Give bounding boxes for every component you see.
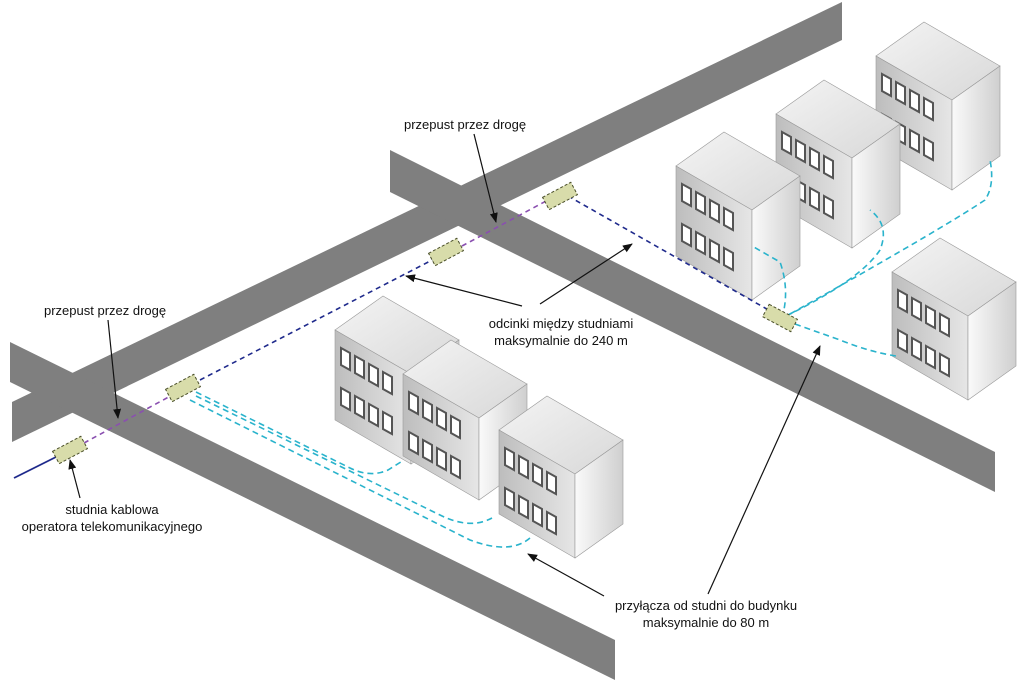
building-windows [408,390,461,480]
annotation-arrows [68,133,821,597]
cable-well-3 [541,181,579,211]
label-connections-line1: przyłącza od studni do budynku [614,598,798,613]
label-connections-line2: maksymalnie do 80 m [642,615,770,630]
label-crossing-upper: przepust przez drogę [404,117,527,132]
drop-cable-lower-3 [189,399,531,548]
road-main-diagonal [12,2,842,442]
label-well: studnia kablowa operatora telekomunikacy… [22,501,203,535]
building-windows [504,446,557,536]
arrow-well [68,459,81,499]
label-well-line1: studnia kablowa [65,502,159,517]
cable-well-2 [427,237,465,267]
label-well-line2: operatora telekomunikacyjnego [21,519,203,534]
arrow-segments-left [405,274,523,307]
building-windows [340,346,393,436]
drop-cable-right [794,323,897,357]
drop-cable-lower-1 [195,391,405,475]
building-lower-3 [498,395,624,559]
building-side-wall [951,65,1001,191]
building-windows [681,182,734,272]
label-segments: odcinki między studniami maksymalnie do … [489,315,634,349]
trunk-segment-3 [461,199,549,247]
label-connections: przyłącza od studni do budynku maksymaln… [615,597,797,631]
building-windows [897,288,950,378]
feeder-cable [13,455,59,479]
roads [10,2,995,680]
label-crossing-left: przepust przez drogę [44,303,167,318]
building-right [891,237,1017,401]
drop-cable-top-right [789,159,993,315]
arrow-crossing-left [107,319,122,419]
arrow-crossing-upper [473,133,498,223]
trunk-segment-4 [567,195,773,313]
building-side-wall [967,281,1017,401]
cable-well-4 [761,303,799,333]
arrow-connections-left [527,553,605,597]
arrow-connections-right [707,345,821,595]
arrow-segments-right [539,243,633,305]
road-left-cross [10,342,615,680]
building-side-wall [751,175,801,301]
drop-cable-lower-2 [195,395,493,525]
road-upper-cross [390,150,995,492]
cable-wells [51,181,799,465]
drop-cable-top-middle [785,209,885,317]
label-segments-line1: odcinki między studniami [488,316,634,331]
building-side-wall [574,439,624,559]
cable-well-1 [164,373,202,403]
label-segments-line2: maksymalnie do 240 m [494,333,628,348]
trunk-cables [13,195,773,479]
cable-well-start [51,435,89,465]
building-side-wall [851,123,901,249]
building-top-left [675,131,801,301]
